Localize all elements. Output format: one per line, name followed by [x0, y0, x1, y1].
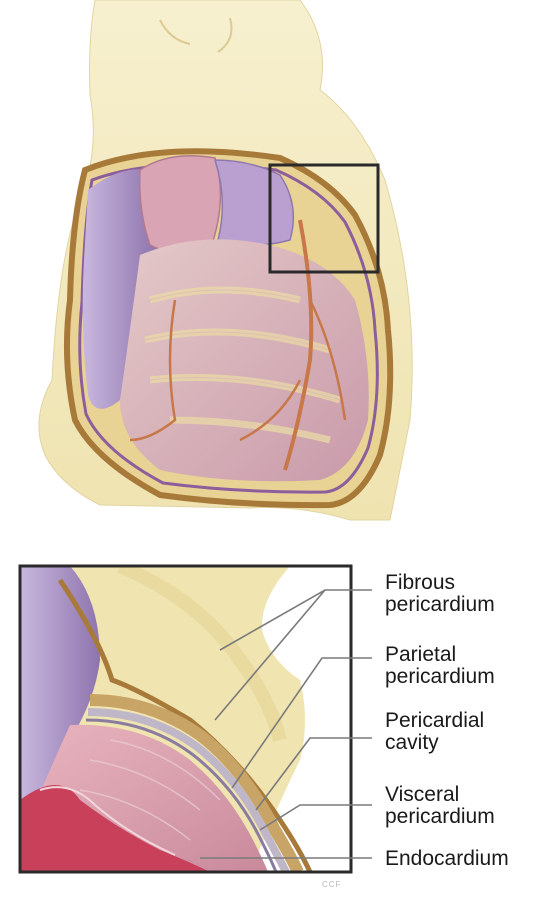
ventricles [120, 239, 369, 481]
aorta [140, 156, 221, 254]
detail-inset [20, 566, 351, 872]
label-cavity-line2: cavity [385, 732, 439, 753]
label-fibrous-line2: pericardium [385, 594, 495, 615]
label-endocardium: Endocardium [385, 848, 509, 869]
heart-overview [39, 0, 412, 520]
label-cavity-line1: Pericardial [385, 710, 484, 731]
label-fibrous-line1: Fibrous [385, 572, 455, 593]
label-parietal-line1: Parietal [385, 644, 456, 665]
label-visceral-line2: pericardium [385, 806, 495, 827]
illustration-credit: CCF [322, 880, 341, 889]
label-parietal-line2: pericardium [385, 666, 495, 687]
label-visceral-line1: Visceral [385, 784, 459, 805]
